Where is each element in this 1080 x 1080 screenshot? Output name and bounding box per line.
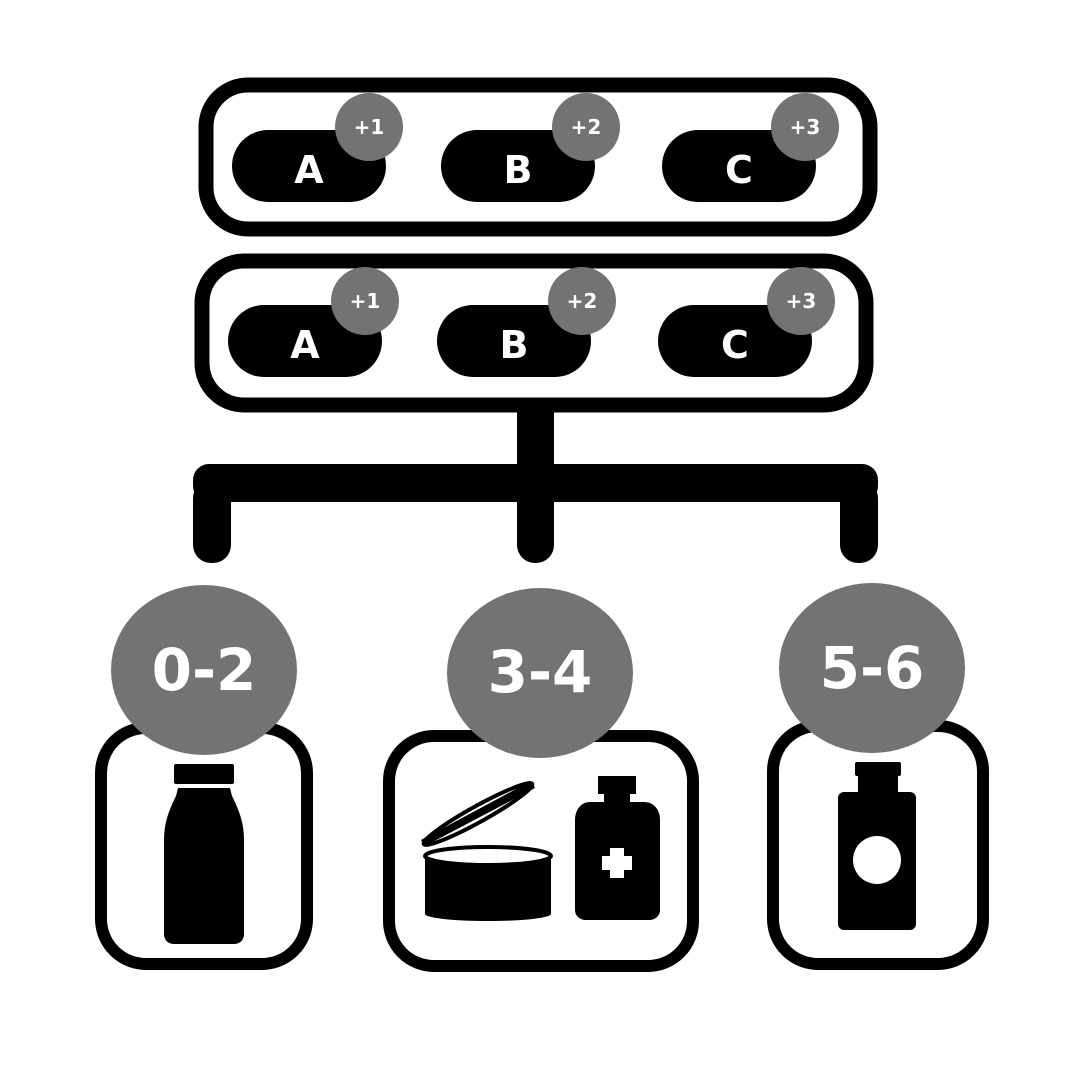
modifier-label: +2 (571, 115, 602, 139)
die-pill (658, 305, 812, 377)
milk-bottle-icon (164, 764, 244, 944)
range-badge (111, 585, 297, 755)
die-pill (441, 130, 595, 202)
die-b: B +2 (441, 93, 620, 202)
die-label: A (294, 148, 324, 192)
connector-stem (517, 405, 554, 475)
die-c: C +3 (662, 93, 839, 202)
range-label: 0-2 (152, 636, 257, 704)
die-pill (437, 305, 591, 377)
pill-bottle-icon (838, 762, 916, 930)
range-label: 3-4 (488, 638, 593, 706)
outcome-0-2: 0-2 (95, 585, 313, 970)
modifier-badge (552, 93, 620, 161)
die-c: C +3 (658, 267, 835, 377)
outcome-3-4: 3-4 (383, 588, 699, 972)
connector-leg-left (193, 480, 231, 563)
roll-row-1: A +1 B +2 C +3 (198, 77, 878, 237)
modifier-label: +3 (786, 289, 817, 313)
roll-row-2: A +1 B +2 C +3 (194, 253, 874, 413)
die-label: B (504, 148, 533, 192)
open-tin-icon (421, 781, 553, 921)
modifier-badge (771, 93, 839, 161)
modifier-badge (767, 267, 835, 335)
modifier-label: +3 (790, 115, 821, 139)
connector-leg-middle (517, 480, 554, 563)
die-label: C (721, 323, 749, 367)
modifier-badge (331, 267, 399, 335)
die-a: A +1 (232, 93, 403, 202)
modifier-badge (335, 93, 403, 161)
branch-connector (193, 405, 878, 563)
roll-row-frame (198, 77, 878, 237)
die-pill (662, 130, 816, 202)
die-a: A +1 (228, 267, 399, 377)
modifier-label: +1 (354, 115, 385, 139)
modifier-label: +2 (567, 289, 598, 313)
die-label: B (500, 323, 529, 367)
range-badge (447, 588, 633, 758)
connector-leg-right (840, 480, 878, 563)
medicine-bottle-icon (575, 776, 660, 920)
die-b: B +2 (437, 267, 616, 377)
die-label: A (290, 323, 320, 367)
range-label: 5-6 (820, 634, 925, 702)
range-badge (779, 583, 965, 753)
outcome-5-6: 5-6 (767, 583, 989, 970)
modifier-label: +1 (350, 289, 381, 313)
die-label: C (725, 148, 753, 192)
modifier-badge (548, 267, 616, 335)
